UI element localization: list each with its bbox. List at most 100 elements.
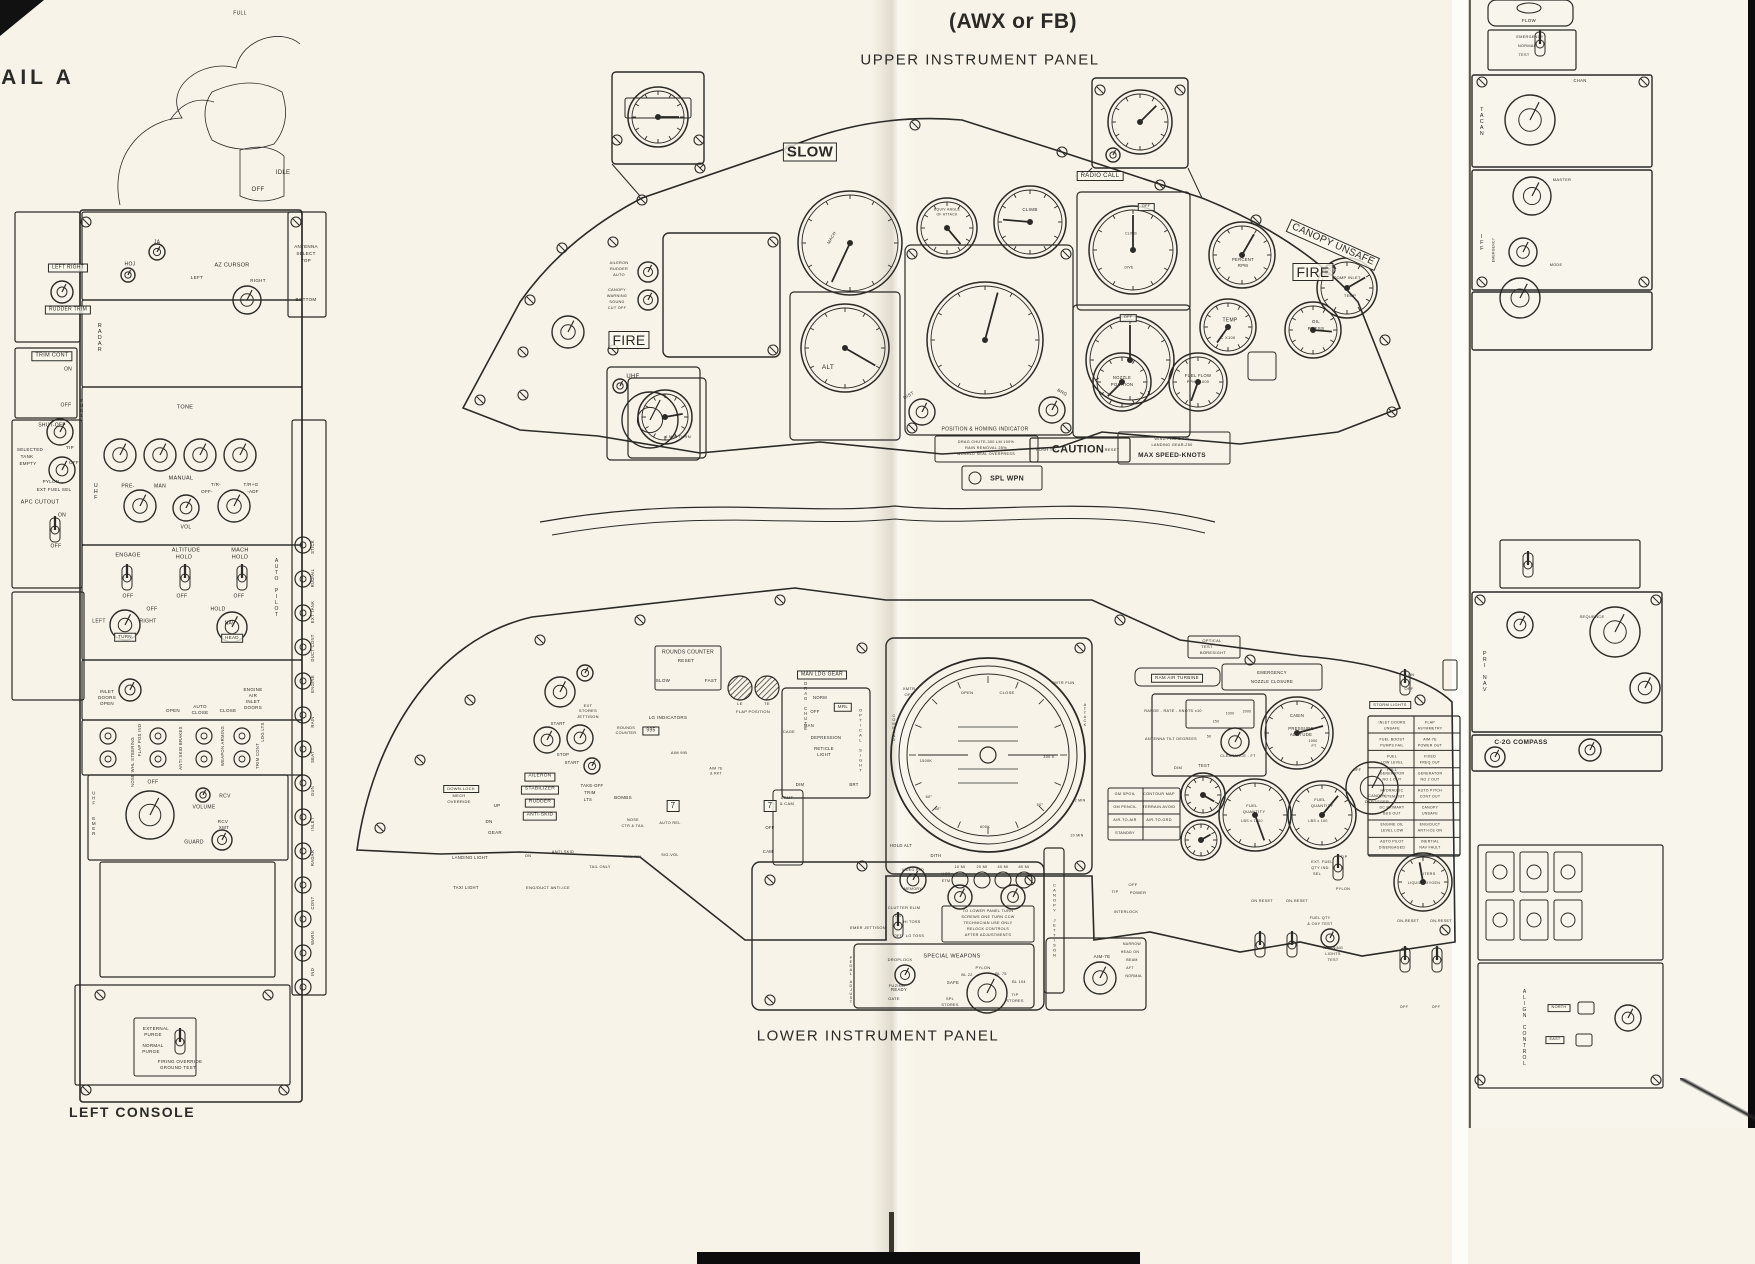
label-test: TEST — [1201, 644, 1213, 649]
label-no-2-out: NO 2 OUT — [1420, 777, 1440, 782]
page-corner-mark — [0, 0, 44, 36]
label-taxi-light: TAXI LIGHT — [453, 884, 479, 890]
label-tail-only: TAIL ONLY — [589, 865, 611, 870]
label-antenna-tilt-degrees: ANTENNA TILT DEGREES — [1145, 737, 1197, 742]
label-t-r: T/R- — [211, 481, 221, 487]
label-emergency: EMERGENCY — [1516, 35, 1544, 40]
label-mach: MACH — [231, 547, 249, 554]
label-off: OFF- — [201, 488, 213, 494]
label-50: 50 — [1206, 734, 1212, 739]
label-hold: HOLD — [175, 554, 193, 561]
label-emergency: EMERGENCY — [1257, 669, 1287, 675]
label-after-adjustments: AFTER ADJUSTMENTS — [964, 933, 1012, 938]
label-on: ON — [894, 914, 902, 919]
label-lights: LIGHTS — [1325, 952, 1341, 957]
label-dn: DN — [485, 818, 493, 824]
label-engine-oil: ENGINE OIL — [1380, 822, 1404, 827]
label-fuel: FUEL — [79, 398, 85, 418]
label-start: START — [550, 720, 566, 726]
label-doors: DOORS — [243, 704, 263, 710]
label-air: AIR — [248, 692, 258, 698]
label-range-rate-knots-x10: RANGE - RATE - KNOTS x10 — [1144, 709, 1202, 714]
label-reset: RESET — [677, 657, 695, 663]
label-beam: BEAM — [1126, 958, 1138, 963]
label-select: SELECT — [296, 250, 316, 256]
label-150: 150 — [1212, 719, 1220, 724]
label-fast: FAST — [704, 677, 718, 683]
label-engage: ENGAGE — [115, 552, 141, 559]
label-lbs-x-100: LBS x 100 — [1308, 819, 1328, 824]
label-sig-vol: SIG-VOL — [661, 853, 679, 858]
label-off: OFF — [60, 402, 72, 409]
label-fire: FIRE — [608, 331, 650, 349]
label-pylon: PYLON — [1335, 887, 1351, 892]
label-bus-out: BUS OUT — [1383, 811, 1401, 816]
label-left: LEFT — [190, 274, 204, 280]
label-etm: ETM — [941, 879, 951, 884]
label-trim-cont: TRIM CONT — [31, 351, 73, 361]
label-slow: SLOW — [655, 677, 671, 683]
label-tank: TANK — [20, 453, 34, 459]
label-ext-fuel-sel: EXT FUEL SEL — [36, 486, 72, 492]
center-fold-shadow — [872, 0, 916, 1264]
label-emergency: EMERGENCY — [1491, 237, 1496, 263]
label-ft: FT — [1311, 744, 1317, 749]
label-top: TOP — [300, 257, 312, 263]
label-counter: COUNTER — [615, 731, 637, 736]
label-take-off: TAKE-OFF — [580, 782, 604, 788]
label-flap: FLAP — [1425, 720, 1435, 725]
label-gm-spoil: GM SPOIL — [1114, 792, 1136, 797]
label-normal: NORMAL — [1125, 974, 1143, 979]
label-rudder: RUDDER — [609, 267, 629, 272]
label-max-speed-knots: MAX SPEED-KNOTS — [1138, 451, 1206, 459]
label-oxy-test: & OXY TEST — [1307, 922, 1333, 927]
label-80-mi: 80 MI — [1018, 865, 1030, 870]
label-c-x100: C X100 — [1220, 335, 1236, 340]
label-2-min: 2 MIN — [1074, 798, 1086, 803]
label-300-k: 300 K — [1043, 755, 1055, 760]
label-brt: BRT — [849, 781, 859, 787]
label-percent: PERCENT — [1231, 256, 1255, 262]
label-unsafe: UNSAFE — [1384, 726, 1400, 731]
label-inertial: INERTIAL — [1420, 839, 1440, 844]
label-tone: TONE — [176, 404, 194, 411]
label-press: PRESS — [1307, 325, 1325, 331]
label-flap-pos-ind: FLAP POS IND — [136, 723, 142, 757]
label-1000: 1000 — [1308, 739, 1318, 744]
label-normal: NORMAL — [1517, 44, 1537, 49]
label-ground-test: GROUND TEST — [160, 1064, 196, 1070]
label-hydraulic: HYDRAULIC — [1380, 788, 1404, 793]
label-storm-lights: STORM LIGHTS — [1369, 701, 1411, 709]
label-droplock: DROPLOCK — [887, 957, 913, 962]
label-stop: STOP — [556, 751, 570, 757]
label-override: OVERRIDE — [447, 799, 471, 804]
label-uhf: UHF — [92, 483, 99, 501]
label-normal: NORMAL — [142, 1042, 164, 1048]
label-down-lock: DOWN-LOCK — [443, 785, 479, 793]
label-off: OFF — [50, 543, 62, 550]
label-man-ldg-gear: MAN LDG GEAR — [797, 670, 847, 680]
label-disengaged: DISENGAGED — [1378, 845, 1406, 850]
label-of-attack: OF ATTACK — [936, 212, 958, 217]
label-screws-one-turn-ccw: SCREWS ONE TURN CCW — [961, 915, 1015, 920]
label-temp: TEMP — [1343, 293, 1357, 298]
label-cont: CONT — [309, 896, 315, 910]
label-on: ON — [1407, 672, 1415, 677]
label-ready: READY — [891, 986, 907, 992]
label-dim: DIM — [1173, 765, 1183, 770]
bottom-black-bar — [697, 1252, 1140, 1264]
label-pylon: PYLON — [975, 965, 991, 970]
label-dc-primary: DC PRIMARY — [1379, 805, 1405, 810]
label-command: COMMAND — [891, 714, 896, 742]
label-attack: ATTACK — [1082, 703, 1087, 727]
label-20-mi: 20 MI — [976, 865, 988, 870]
label-left: LEFT — [92, 618, 106, 625]
label-pumps-fail: PUMPS FAIL — [1380, 743, 1404, 748]
label-stores: STORES — [941, 1003, 959, 1008]
label-off: OFF — [893, 934, 903, 939]
label-radio-call: RADIO CALL — [1076, 171, 1124, 181]
label-rudder: RUDDER — [524, 798, 556, 808]
label-radar: RADAR — [309, 849, 315, 867]
label-wing-flaps-195: WING FLAPS-195 — [1154, 437, 1190, 442]
label-warning: WARNING — [1322, 946, 1344, 951]
